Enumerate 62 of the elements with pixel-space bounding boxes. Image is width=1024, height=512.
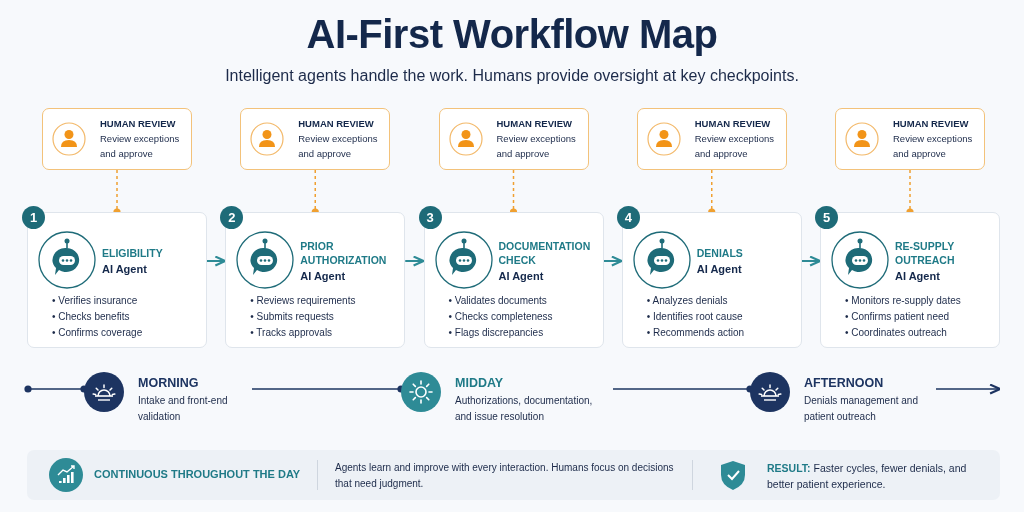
arrow <box>404 255 425 267</box>
time-heading: MIDDAY <box>455 376 505 390</box>
task-item: • Submits requests <box>250 310 335 324</box>
step-number: 4 <box>616 206 640 229</box>
step-number: 3 <box>418 206 442 229</box>
task-item: • Checks completeness <box>448 310 553 324</box>
arrow <box>206 255 227 267</box>
step-number: 2 <box>220 206 244 229</box>
task-item: • Flags discrepancies <box>448 326 545 340</box>
task-item: • Verifies insurance <box>52 294 139 308</box>
task-item: • Coordinates outreach <box>845 326 948 340</box>
agent-subtitle: AI Agent <box>300 269 347 282</box>
time-description: Denials management and patient outreach <box>804 394 919 424</box>
task-item: • Confirms patient need <box>845 310 951 324</box>
task-item: • Analyzes denials <box>646 294 729 308</box>
agent-title: DOCUMENTATION CHECK <box>498 238 592 267</box>
agent-subtitle: AI Agent <box>895 269 941 282</box>
banner-heading: CONTINUOUS THROUGHOUT THE DAY <box>94 468 301 480</box>
summary-banner <box>27 450 1000 500</box>
review-heading: HUMAN REVIEW <box>496 117 573 129</box>
step-number: 5 <box>815 206 838 229</box>
time-heading: MORNING <box>138 376 200 390</box>
review-heading: HUMAN REVIEW <box>298 117 375 129</box>
agent-subtitle: AI Agent <box>498 269 545 282</box>
task-item: • Validates documents <box>448 294 548 308</box>
review-text: Review exceptions and approve <box>694 131 775 161</box>
agent-subtitle: AI Agent <box>102 262 148 275</box>
review-text: Review exceptions and approve <box>298 131 379 161</box>
task-item: • Confirms coverage <box>52 326 143 340</box>
agent-title: PRIOR AUTHORIZATION <box>300 238 388 267</box>
task-item: • Checks benefits <box>52 310 131 324</box>
review-card <box>835 108 985 170</box>
agent-title: DENIALS <box>696 245 744 260</box>
review-text: Review exceptions and approve <box>496 131 577 161</box>
arrow <box>800 255 822 267</box>
time-description: Authorizations, documentation, and issue resolution <box>455 394 594 424</box>
task-item: • Identifies root cause <box>646 310 744 324</box>
task-item: • Recommends action <box>646 326 745 340</box>
task-item: • Monitors re-supply dates <box>845 294 961 308</box>
review-heading: HUMAN REVIEW <box>694 117 772 129</box>
review-card <box>240 108 391 170</box>
review-heading: HUMAN REVIEW <box>100 117 177 129</box>
agent-title: RE-SUPPLY OUTREACH <box>895 238 956 267</box>
result-text: RESULT: Faster cycles, fewer denials, and better patient experience. <box>767 461 967 492</box>
agent-title: ELIGIBILITY <box>102 245 164 260</box>
review-text: Review exceptions and approve <box>893 131 974 161</box>
subtitle: Intelligent agents handle the work. Humans provide oversight at key checkpoints. <box>224 67 800 85</box>
review-card <box>42 108 192 170</box>
arrow <box>602 255 623 267</box>
review-card <box>438 108 589 170</box>
task-item: • Reviews requirements <box>250 294 356 308</box>
agent-subtitle: AI Agent <box>696 262 743 275</box>
time-description: Intake and front-end validation <box>138 394 229 424</box>
review-heading: HUMAN REVIEW <box>893 117 970 129</box>
title: AI-First Workflow Map <box>305 12 719 57</box>
review-card <box>636 108 787 170</box>
time-heading: AFTERNOON <box>804 376 885 390</box>
task-item: • Tracks approvals <box>250 326 334 340</box>
timeline-line <box>935 383 1002 395</box>
banner-text: Agents learn and improve with every interaction. Humans focus on decisions that need judgment. <box>335 461 675 491</box>
review-text: Review exceptions and approve <box>100 131 181 161</box>
step-number: 1 <box>22 206 45 229</box>
